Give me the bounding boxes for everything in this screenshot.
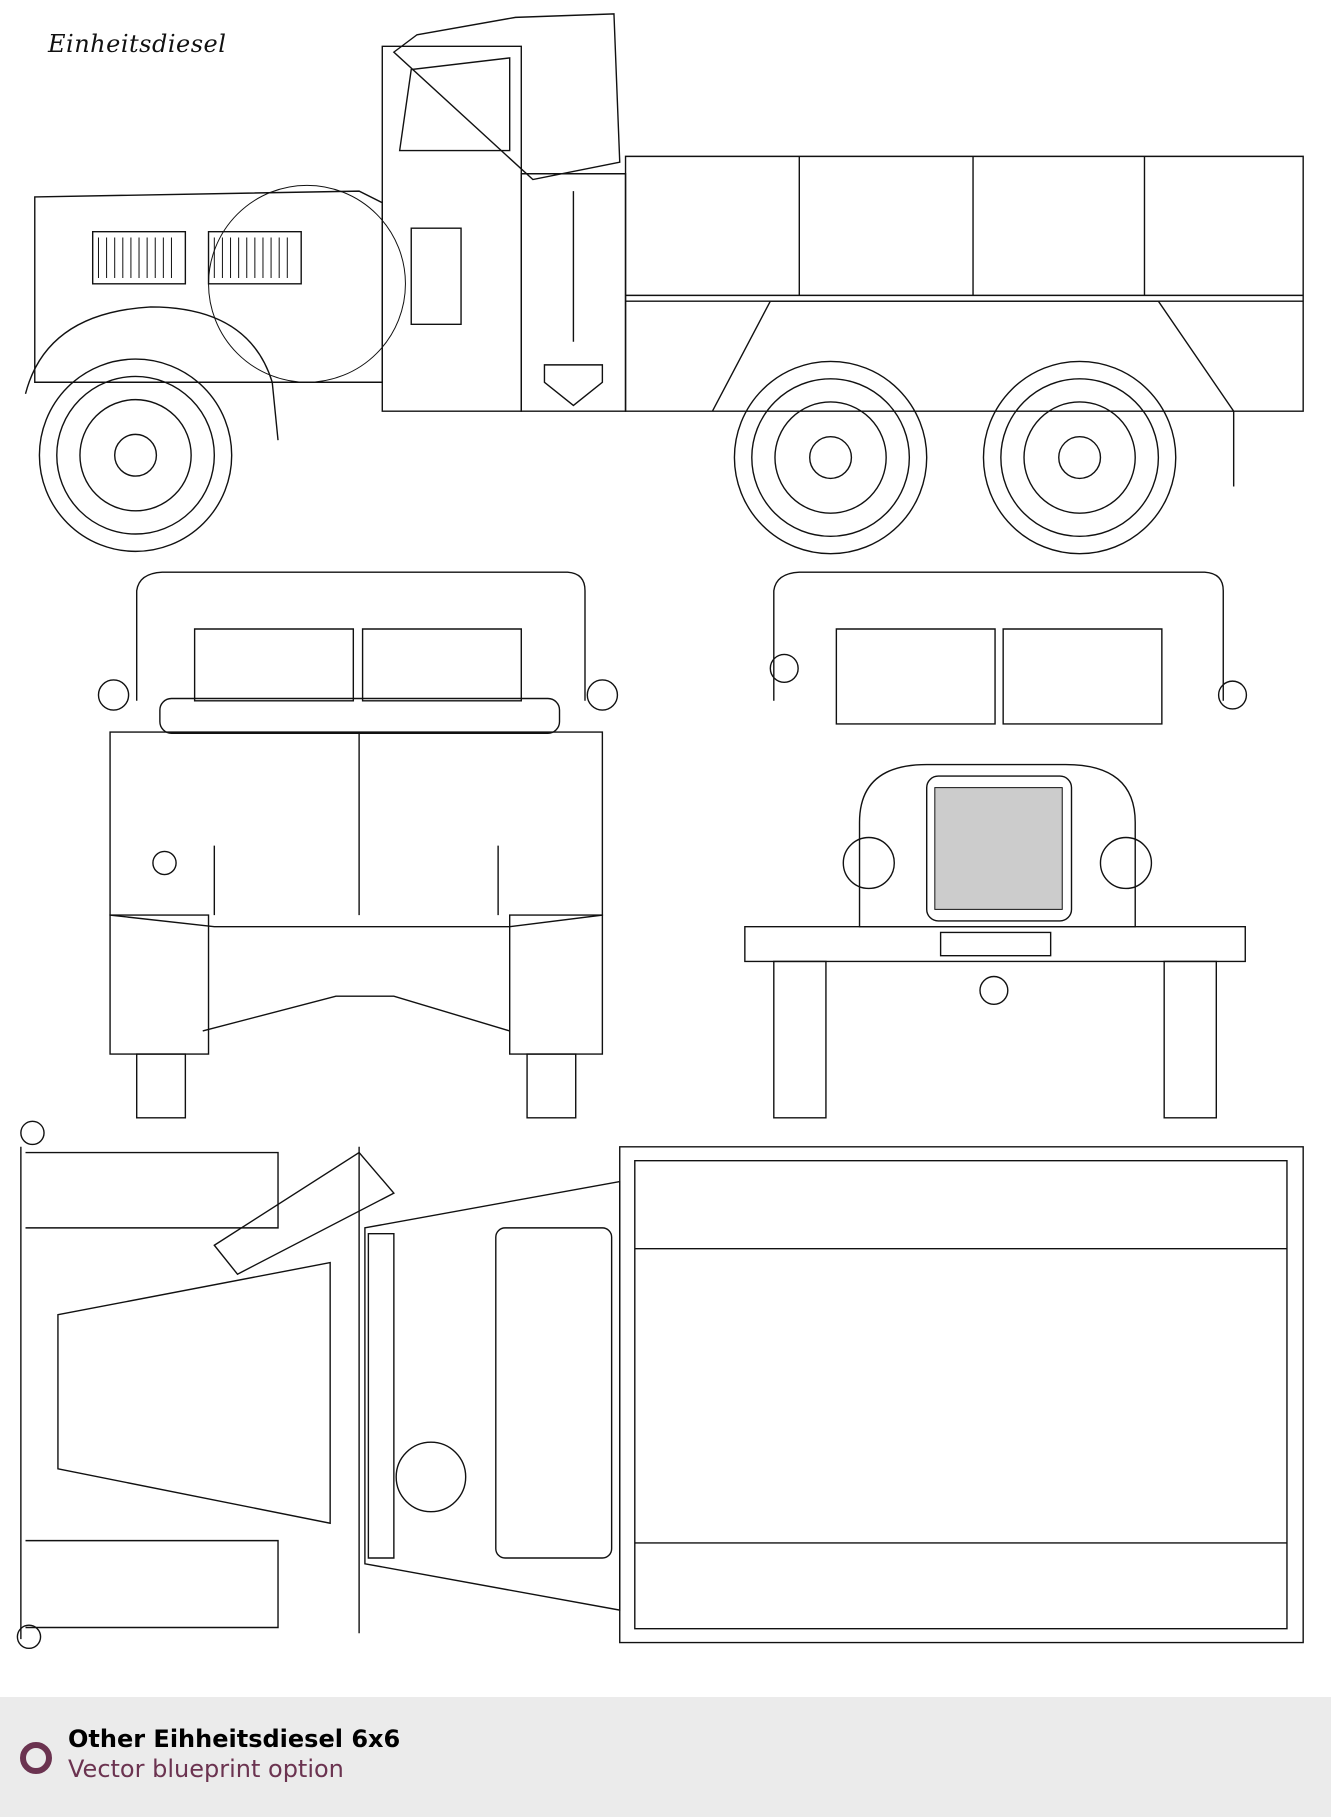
rear-wheel-1 [734,361,926,553]
rear-view [98,572,617,1118]
rear-wheel-2 [983,361,1175,553]
drawing-label: Einheitsdiesel [48,30,227,58]
top-view [17,1121,1303,1648]
footer-subtitle[interactable]: Vector blueprint option [68,1755,344,1783]
ring-icon [20,1742,52,1774]
front-wheel [39,359,231,551]
footer-bar: Other Eihheitsdiesel 6x6 Vector blueprin… [0,1697,1331,1817]
front-view [745,572,1247,1118]
truck-blueprint [0,0,1331,1697]
side-view [26,14,1304,554]
footer-title[interactable]: Other Eihheitsdiesel 6x6 [68,1725,401,1753]
